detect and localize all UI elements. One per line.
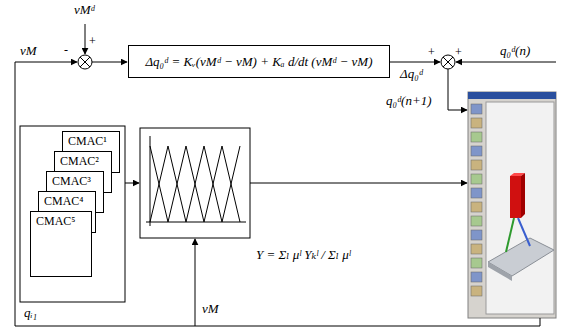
sign-label: - (64, 44, 68, 57)
signal-wire (92, 62, 127, 63)
signal-wire (125, 183, 139, 184)
signal-label: vM (20, 44, 37, 58)
signal-wire (195, 239, 196, 326)
signal-wire (390, 62, 440, 63)
signal-label: q₀ᵈ(n) (500, 44, 530, 58)
sign-label: + (428, 46, 435, 59)
cmac-card: CMAC⁵ (30, 211, 92, 277)
summing-junction (78, 55, 92, 69)
cmac-label: CMAC⁴ (44, 194, 90, 209)
membership-functions (146, 136, 246, 226)
control-law: Δq₀ᵈ = Kᵥ(vMᵈ − vM) + Kₐ d/dt (vMᵈ − vM) (145, 54, 372, 70)
fuzzy-output-formula: Y = Σₗ μˡ Yₖˡ / Σₗ μˡ (256, 248, 350, 262)
signal-label: qᵢ₁ (24, 306, 37, 320)
cmac-label: CMAC³ (52, 174, 98, 189)
signal-wire (448, 69, 467, 110)
sign-label: + (455, 46, 462, 59)
signal-label: Δq₀ᵈ (400, 67, 423, 81)
cmac-label: CMAC¹ (68, 134, 114, 149)
cmac-label: CMAC⁵ (36, 214, 86, 229)
cmac-label: CMAC² (60, 154, 106, 169)
signal-wire (85, 24, 86, 54)
setpoint-label: vMᵈ (74, 3, 95, 17)
simulation-screenshot (468, 92, 556, 318)
signal-label: vM (202, 302, 219, 316)
summing-junction (441, 55, 455, 69)
signal-wire (15, 62, 77, 63)
membership-box (140, 128, 250, 238)
signal-wire (456, 62, 556, 63)
signal-wire (15, 62, 540, 326)
cmac-stack-frame (20, 126, 125, 302)
sign-label: + (89, 35, 96, 48)
control-law-box: Δq₀ᵈ = Kᵥ(vMᵈ − vM) + Kₐ d/dt (vMᵈ − vM) (128, 45, 390, 78)
signal-wire (250, 183, 467, 184)
signal-label: q₀ᵈ(n+1) (386, 94, 431, 108)
